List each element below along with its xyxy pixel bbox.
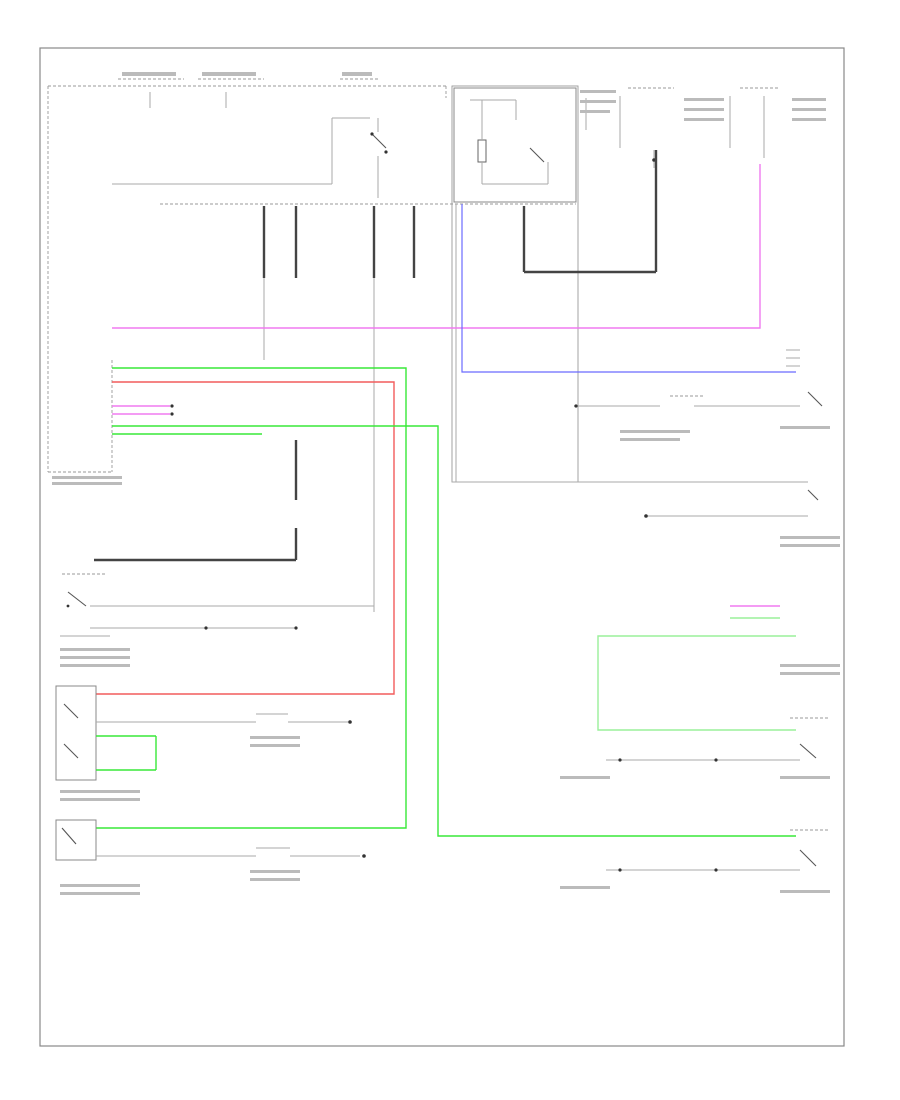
- right-switch-1: [574, 349, 823, 408]
- diagram-frame: [39, 47, 845, 1047]
- door-opener-switch: [55, 685, 352, 781]
- blue-wire: [461, 204, 796, 373]
- right-switch-3: [606, 717, 830, 762]
- relay-switch: [332, 117, 388, 198]
- red-wire: [96, 381, 395, 695]
- pink-wire: [112, 164, 761, 329]
- light-green-wire: [597, 635, 796, 731]
- fuse-group: [118, 78, 378, 184]
- actuator-switch: [60, 573, 374, 637]
- right-switch-4: [606, 829, 830, 872]
- junction-pins: [112, 404, 262, 435]
- right-switch-2: [644, 489, 819, 518]
- component-top-right: [619, 87, 780, 168]
- green-wire-right: [112, 425, 796, 837]
- relay-box: [451, 85, 587, 483]
- green-wire-left: [96, 367, 407, 829]
- connector-wires: [94, 150, 658, 562]
- illegible-labels: [52, 72, 840, 895]
- junction-block: [47, 85, 447, 473]
- lock-switch: [55, 819, 366, 861]
